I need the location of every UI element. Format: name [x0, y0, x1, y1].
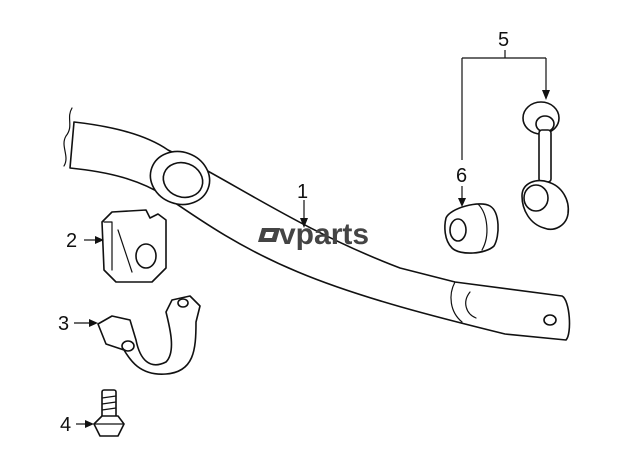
logo-mark-icon [258, 228, 280, 242]
callout-4: 4 [60, 414, 71, 436]
callout-6: 6 [456, 165, 467, 187]
callout-5: 5 [498, 29, 509, 51]
stabilizer-bar [63, 107, 571, 341]
link-assembly [521, 101, 570, 230]
watermark-logo: vparts [258, 218, 369, 251]
link-bushing [444, 203, 499, 254]
watermark-text: vparts [279, 218, 369, 251]
bushing [101, 209, 167, 283]
callout-leaders [74, 50, 550, 428]
callout-1: 1 [297, 181, 308, 203]
callout-2: 2 [66, 230, 77, 252]
callout-3: 3 [58, 313, 69, 335]
bracket [97, 295, 201, 375]
bolt [93, 389, 125, 437]
